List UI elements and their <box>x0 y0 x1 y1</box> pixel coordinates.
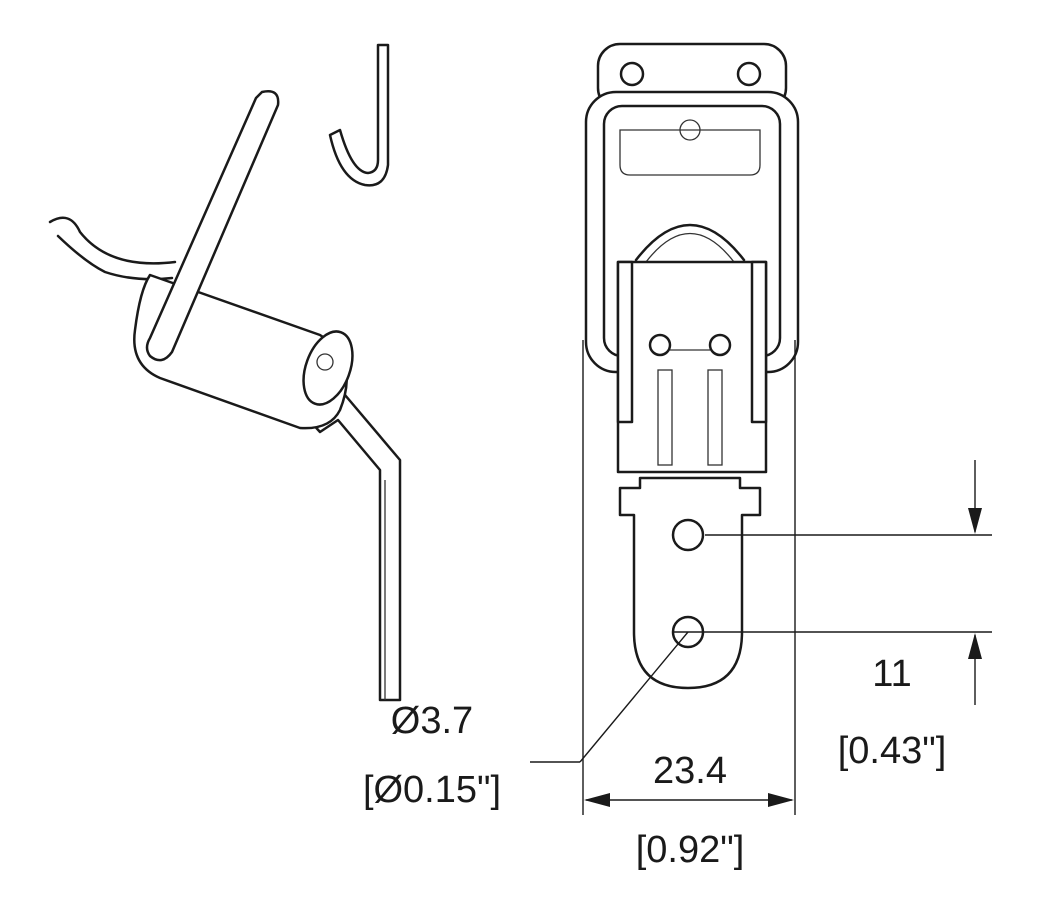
hole-diameter-imperial: [Ø0.15"] <box>363 769 501 811</box>
arrow-right-icon <box>768 793 794 807</box>
width-imperial: [0.92"] <box>636 829 745 871</box>
arrow-down-icon <box>968 508 982 534</box>
tongue-hole-upper <box>671 518 705 552</box>
hole-spacing-imperial: [0.43"] <box>838 730 947 772</box>
width-metric: 23.4 <box>653 750 727 792</box>
front-view-latch <box>584 42 800 690</box>
latch-tongue <box>618 476 762 690</box>
hole-spacing-metric: 11 <box>872 653 911 695</box>
j-hook <box>328 43 390 187</box>
side-view-latch <box>48 43 402 702</box>
dimension-lines <box>530 340 992 815</box>
wire-spring <box>48 216 177 265</box>
mount-hole <box>736 61 762 87</box>
lever-bar <box>145 90 280 362</box>
arrow-up-icon <box>968 633 982 659</box>
arrow-left-icon <box>584 793 610 807</box>
mount-hole <box>619 61 645 87</box>
hole-diameter-metric: Ø3.7 <box>391 700 473 742</box>
